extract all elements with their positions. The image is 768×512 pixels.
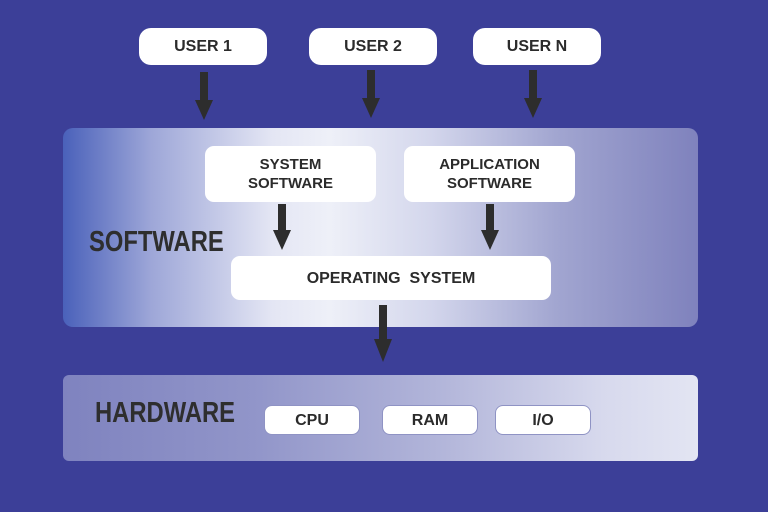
user-1-box: USER 1	[139, 28, 267, 65]
user-2-box: USER 2	[309, 28, 437, 65]
system-software-box: SYSTEM SOFTWARE	[205, 146, 376, 202]
hardware-panel	[63, 375, 698, 461]
io-box: I/O	[495, 405, 591, 435]
application-software-box: APPLICATION SOFTWARE	[404, 146, 575, 202]
system-to-os-arrow	[273, 204, 291, 250]
hardware-label: HARDWARE	[95, 397, 236, 429]
user-1-arrow	[195, 72, 213, 120]
software-label: SOFTWARE	[89, 226, 224, 258]
user-2-arrow	[362, 70, 380, 118]
user-n-box: USER N	[473, 28, 601, 65]
user-n-arrow	[524, 70, 542, 118]
software-to-hardware-arrow	[374, 305, 392, 362]
application-to-os-arrow	[481, 204, 499, 250]
ram-box: RAM	[382, 405, 478, 435]
cpu-box: CPU	[264, 405, 360, 435]
operating-system-box: OPERATING SYSTEM	[231, 256, 551, 300]
